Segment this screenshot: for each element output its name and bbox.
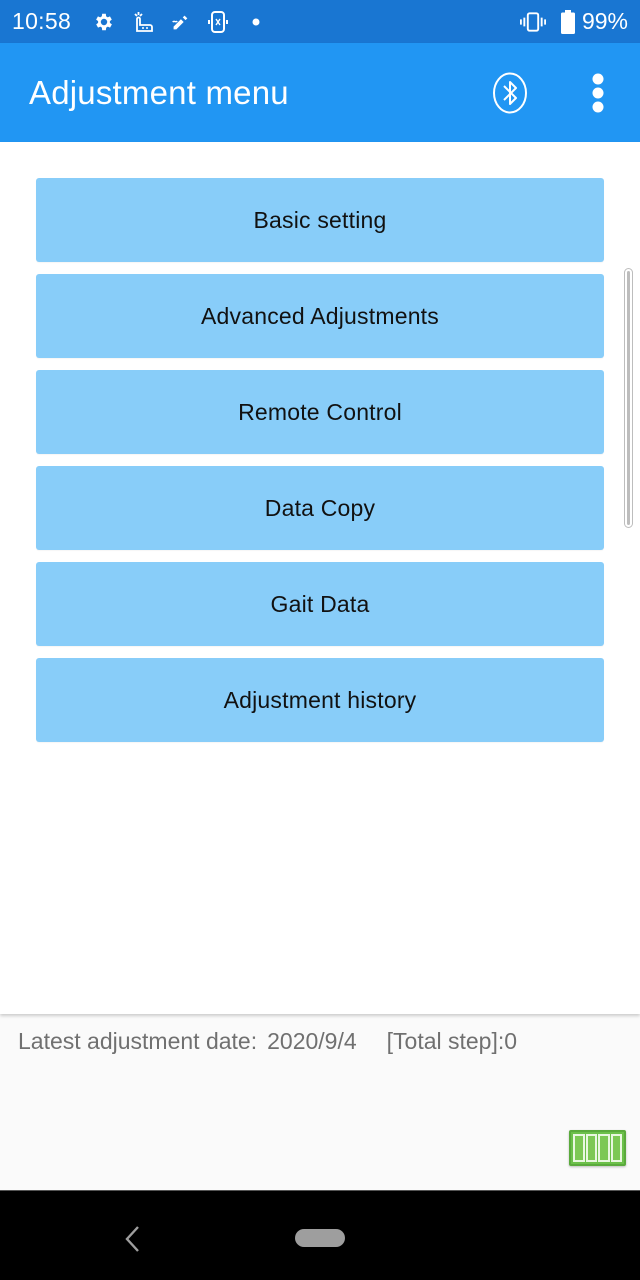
pen-sign-icon xyxy=(167,9,193,35)
device-battery-icon xyxy=(569,1130,626,1166)
data-copy-button[interactable]: Data Copy xyxy=(36,466,604,550)
bluetooth-icon xyxy=(493,72,527,113)
menu-card: Basic setting Advanced Adjustments Remot… xyxy=(0,142,640,1014)
bluetooth-button[interactable] xyxy=(492,72,528,114)
status-time: 10:58 xyxy=(12,8,72,34)
dot-icon xyxy=(243,9,269,35)
menu-list: Basic setting Advanced Adjustments Remot… xyxy=(36,178,604,754)
footer-info: Latest adjustment date: 2020/9/4 [Total … xyxy=(18,1028,517,1055)
gear-icon xyxy=(91,9,117,35)
home-pill-button[interactable] xyxy=(295,1229,345,1247)
advanced-adjustments-button[interactable]: Advanced Adjustments xyxy=(36,274,604,358)
basic-setting-button[interactable]: Basic setting xyxy=(36,178,604,262)
battery-icon xyxy=(560,9,576,35)
latest-adjustment-label: Latest adjustment date: xyxy=(18,1028,258,1054)
battery-bar xyxy=(585,1134,597,1162)
app-bar-actions xyxy=(492,68,640,118)
back-icon xyxy=(125,1226,139,1252)
battery-bar xyxy=(598,1134,610,1162)
battery-bar xyxy=(610,1134,622,1162)
app-bar: Adjustment menu xyxy=(0,43,640,142)
device-sync-icon xyxy=(205,9,231,35)
vibrate-icon xyxy=(519,9,546,35)
adjustment-history-button[interactable]: Adjustment history xyxy=(36,658,604,742)
total-step: [Total step]:0 xyxy=(386,1028,518,1054)
hand-touch-icon xyxy=(129,9,155,35)
remote-control-button[interactable]: Remote Control xyxy=(36,370,604,454)
battery-percent: 99% xyxy=(581,8,628,34)
battery-bar xyxy=(573,1134,585,1162)
back-button[interactable] xyxy=(118,1221,148,1257)
overflow-menu-button[interactable] xyxy=(578,68,618,118)
scrollbar[interactable] xyxy=(624,268,633,528)
gait-data-button[interactable]: Gait Data xyxy=(36,562,604,646)
overflow-menu-icon xyxy=(592,73,604,112)
system-nav-bar xyxy=(0,1190,640,1280)
latest-adjustment-date: 2020/9/4 xyxy=(267,1028,357,1054)
status-bar: 10:58 99% xyxy=(0,0,640,43)
status-right: 99% xyxy=(519,8,628,35)
page-title: Adjustment menu xyxy=(29,73,289,111)
